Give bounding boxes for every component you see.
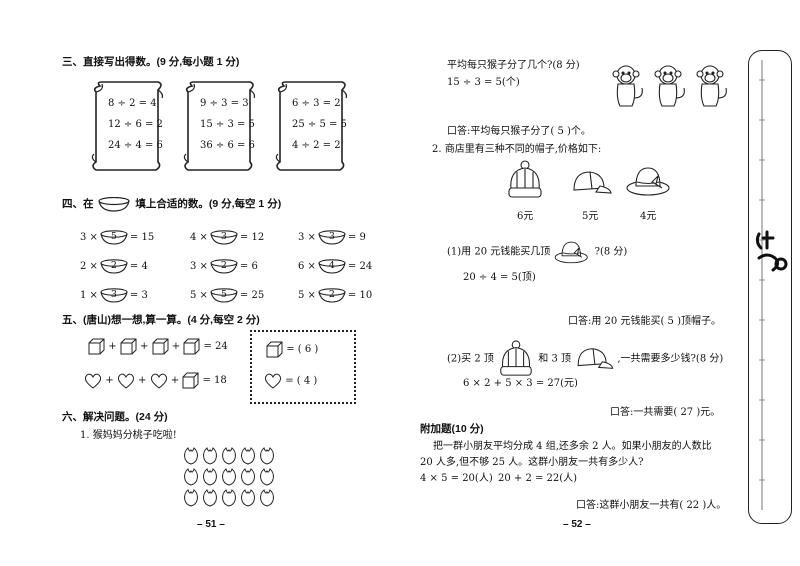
question-2-2-answer: 口答:一共需要( 27 )元。 <box>610 407 721 418</box>
cube-icon <box>152 338 169 355</box>
scroll-card-2: 9 ÷ 3 = 3 15 ÷ 3 = 5 36 ÷ 6 = 6 <box>178 80 258 171</box>
knit-hat-icon <box>500 340 532 376</box>
pot-equation-2: 4 ×3= 12 <box>190 230 265 245</box>
scroll-3-line-3: 4 ÷ 2 = 2 <box>292 140 341 151</box>
heart-icon <box>150 373 167 389</box>
bonus-calc-1: 4 × 5 = 20(人) <box>420 473 493 484</box>
pot-equation-6: 6 ×4= 24 <box>298 259 373 274</box>
pot-equation-7: 1 ×3= 3 <box>80 288 148 303</box>
price-sun-hat: 4元 <box>640 211 657 222</box>
pot-answer[interactable]: 4 <box>328 260 335 271</box>
scroll-2-line-2: 15 ÷ 3 = 5 <box>200 119 255 130</box>
pot-answer[interactable]: 3 <box>328 231 335 242</box>
pot-equation-4: 2 ×2= 4 <box>80 259 148 274</box>
heart-icon <box>84 373 102 389</box>
pot-answer[interactable]: 2 <box>328 289 335 300</box>
price-knit-hat: 6元 <box>517 211 534 222</box>
pot-icon <box>97 196 131 212</box>
monkey-answer: 口答:平均每只猴子分了( 5 )个。 <box>447 126 591 137</box>
section-4-title: 四、在 填上合适的数。(9 分,每空 1 分) <box>62 196 282 212</box>
scroll-1-line-2: 12 ÷ 6 = 2 <box>108 119 163 130</box>
question-2-2-calc: 6 × 2 + 5 × 3 = 27(元) <box>463 378 578 389</box>
scroll-card-3: 6 ÷ 3 = 2 25 ÷ 5 = 5 4 ÷ 2 = 2 <box>270 80 350 171</box>
pot-equation-1: 3 ×5= 15 <box>80 230 155 245</box>
bonus-text-line-1: 把一群小朋友平均分成 4 组,还多余 2 人。如果小朋友的人数比 <box>433 441 712 452</box>
pot-equation-8: 5 ×5= 25 <box>190 288 265 303</box>
bonus-answer: 口答:这群小朋友一共有( 22 )人。 <box>576 500 727 511</box>
peach-icons <box>184 447 274 507</box>
cap-icon <box>573 171 612 194</box>
heart-answer: = ( 4 ) <box>264 373 317 389</box>
cube-icon <box>120 338 137 355</box>
scroll-2-line-1: 9 ÷ 3 = 3 <box>200 98 249 109</box>
question-1-text: 1. 猴妈妈分桃子吃啦! <box>80 430 177 441</box>
question-2-1: (1)用 20 元钱能买几顶 ?(8 分) <box>447 239 627 265</box>
section-5-title: 五、(唐山)想一想,算一算。(4 分,每空 2 分) <box>62 314 260 326</box>
heart-equation: + + + = 18 <box>84 372 227 389</box>
section-6-title: 六、解决问题。(24 分) <box>62 411 168 423</box>
page-number-right: – 52 – <box>563 519 591 530</box>
pot-answer[interactable]: 3 <box>220 231 227 242</box>
pot-answer[interactable]: 3 <box>110 289 117 300</box>
brand-logo-icon <box>755 230 788 272</box>
question-2-1-answer: 口答:用 20 元钱能买( 5 )顶帽子。 <box>568 316 721 327</box>
pot-answer[interactable]: 2 <box>110 260 117 271</box>
side-tab-frame <box>748 50 792 524</box>
pot-answer[interactable]: 5 <box>220 289 227 300</box>
scroll-3-line-2: 25 ÷ 5 = 5 <box>292 119 347 130</box>
section-3-title: 三、直接写出得数。(9 分,每小题 1 分) <box>62 56 240 68</box>
scroll-card-1: 8 ÷ 2 = 4 12 ÷ 6 = 2 24 ÷ 4 = 6 <box>86 80 166 171</box>
bonus-text-line-2: 20 人多,但不够 25 人。这群小朋友一共有多少人? <box>420 457 644 468</box>
scroll-icon <box>183 81 256 171</box>
pot-equation-5: 3 ×2= 6 <box>190 259 258 274</box>
sun-hat-icon <box>555 241 589 264</box>
bonus-title: 附加题(10 分) <box>420 423 484 435</box>
cube-equation: + + + = 24 <box>88 338 228 355</box>
monkey-icons <box>612 65 727 107</box>
pot-answer[interactable]: 5 <box>110 231 117 242</box>
heart-icon <box>117 373 134 389</box>
price-cap: 5元 <box>582 211 599 222</box>
cube-icon <box>182 372 199 389</box>
peach-grid <box>182 444 294 514</box>
monkey-question-text: 平均每只猴子分了几个?(8 分) <box>447 60 580 71</box>
bonus-calc-2: 20 + 2 = 22(人) <box>498 473 578 484</box>
cube-icon <box>88 338 105 355</box>
side-ruler-decoration <box>759 60 765 510</box>
pot-answer[interactable]: 2 <box>220 260 227 271</box>
scroll-1-line-1: 8 ÷ 2 = 4 <box>108 98 157 109</box>
pot-equation-3: 3 ×3= 9 <box>298 230 366 245</box>
cube-icon <box>266 341 283 358</box>
scroll-2-line-3: 36 ÷ 6 = 6 <box>200 140 255 151</box>
answer-box <box>250 330 356 404</box>
scroll-icon <box>91 81 164 171</box>
cap-icon <box>577 348 614 369</box>
page-number-left: – 51 – <box>197 519 225 530</box>
scroll-1-line-3: 24 ÷ 4 = 6 <box>108 140 163 151</box>
cube-answer: = ( 6 ) <box>266 341 318 358</box>
monkey-calc: 15 ÷ 3 = 5(个) <box>447 77 520 88</box>
pot-equation-9: 5 ×2= 10 <box>298 288 373 303</box>
question-2-1-calc: 20 ÷ 4 = 5(顶) <box>463 272 536 283</box>
cube-icon <box>183 338 200 355</box>
scroll-3-line-1: 6 ÷ 3 = 2 <box>292 98 341 109</box>
knit-hat-icon <box>508 160 542 198</box>
question-2-2: (2)买 2 顶 和 3 顶 ,一共需要多少钱?(8 分) <box>447 340 723 378</box>
heart-icon <box>264 373 282 389</box>
scroll-icon <box>275 81 348 171</box>
hat-question-title: 2. 商店里有三种不同的帽子,价格如下: <box>432 144 602 155</box>
sun-hat-icon <box>626 167 670 196</box>
